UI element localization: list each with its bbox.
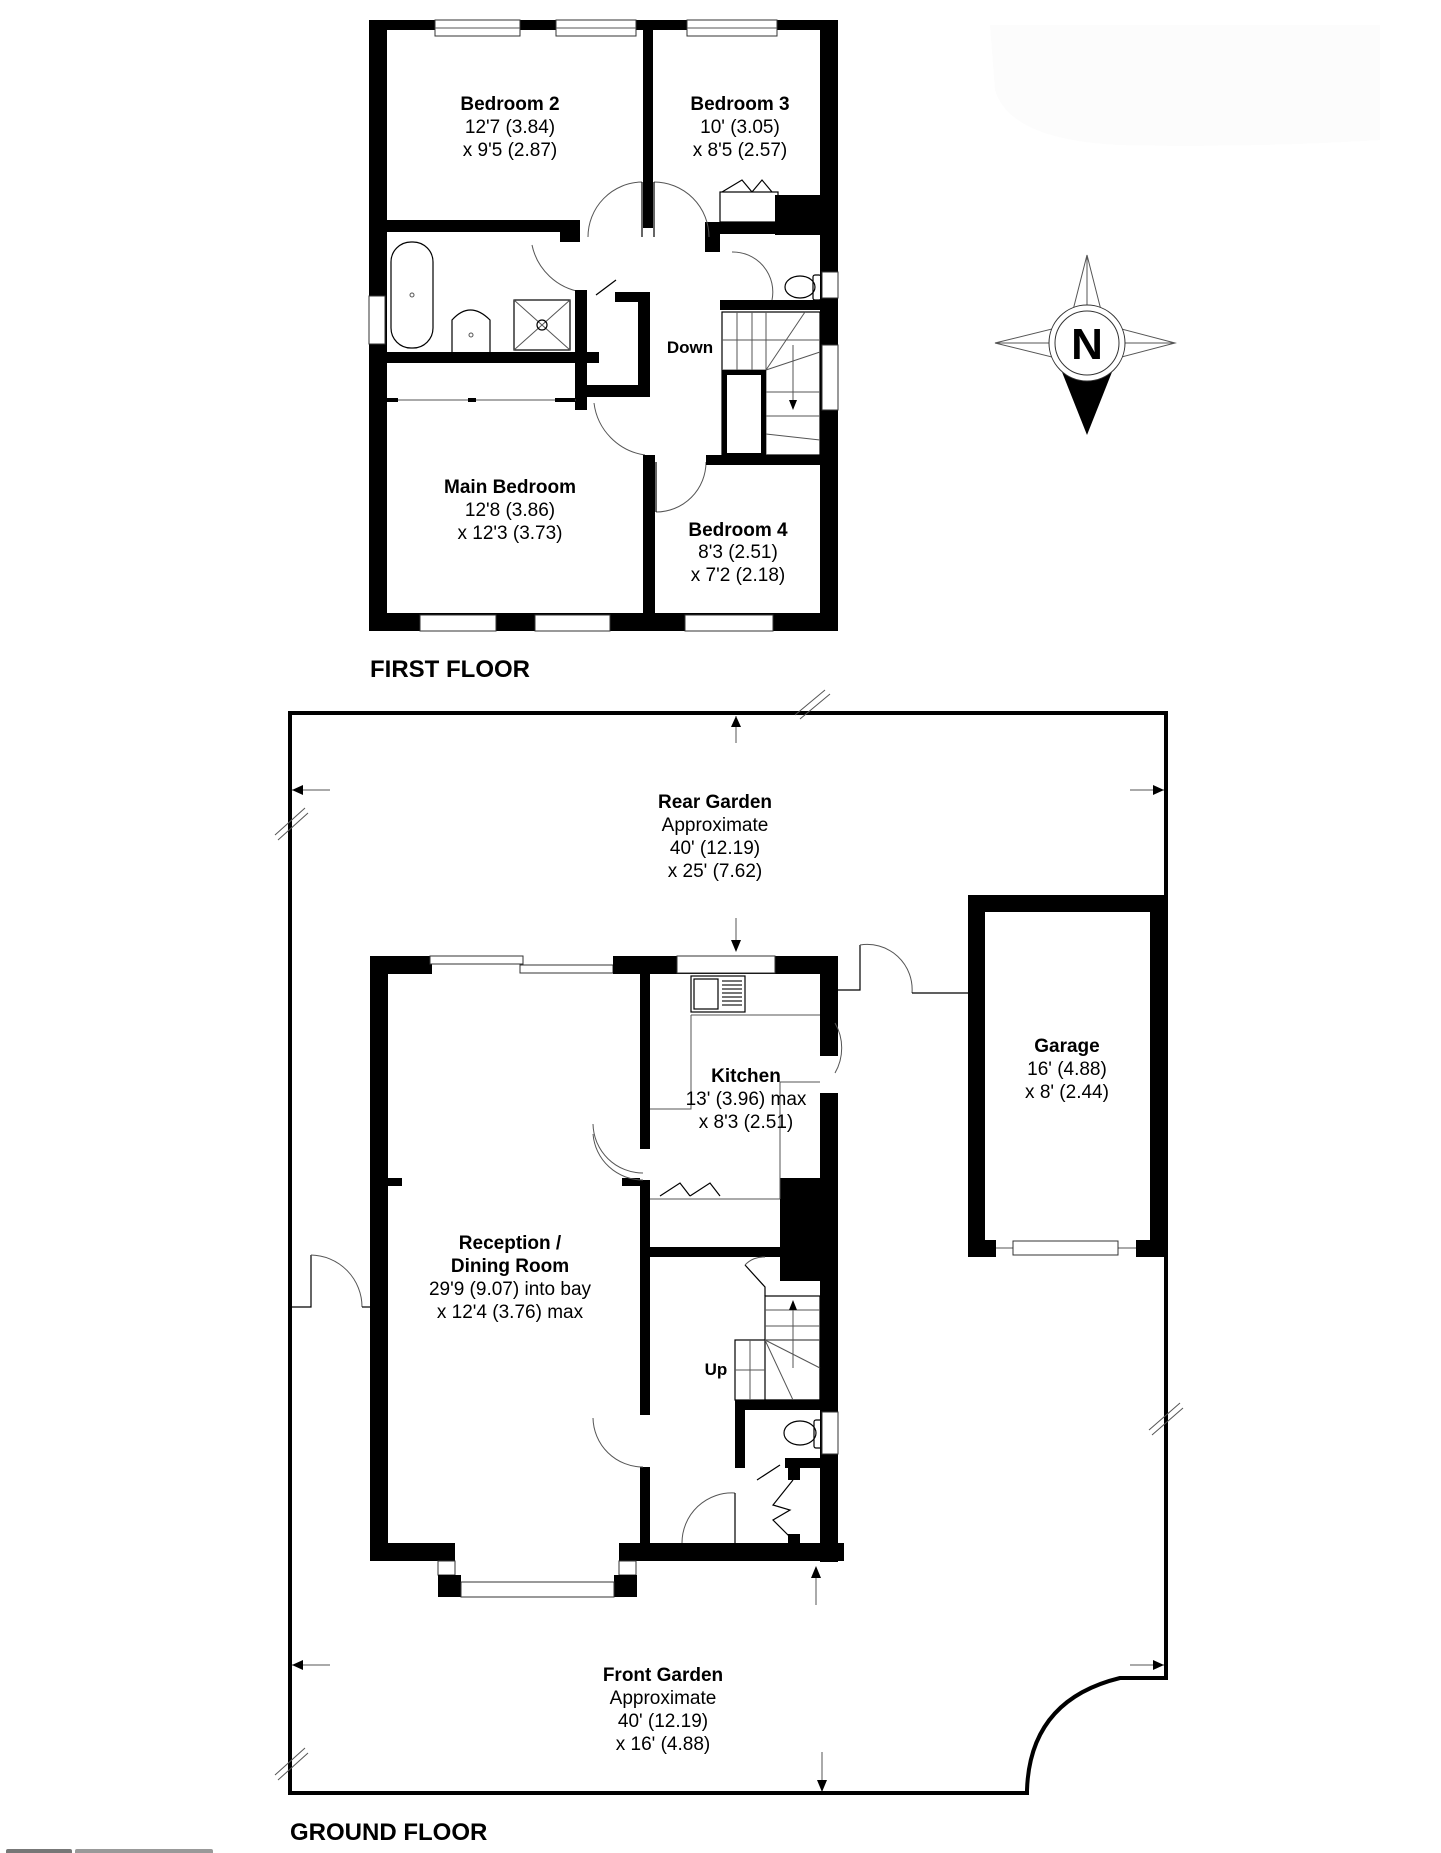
room-name-bedroom-2: Bedroom 2	[460, 94, 559, 115]
room-dim: x 8' (2.44)	[1025, 1082, 1109, 1103]
room-name-bedroom-3: Bedroom 3	[690, 94, 789, 115]
room-dim: x 12'3 (3.73)	[457, 523, 562, 544]
room-dim: x 8'5 (2.57)	[693, 140, 787, 161]
room-name-kitchen: Kitchen	[711, 1066, 781, 1087]
room-dim: 12'8 (3.86)	[465, 500, 555, 521]
room-name-bedroom-4: Bedroom 4	[688, 520, 788, 541]
garden-dim: x 16' (4.88)	[616, 1734, 710, 1755]
stairs-up-label: Up	[705, 1360, 728, 1379]
room-dim: x 12'4 (3.76) max	[437, 1302, 584, 1323]
room-name-main-bedroom: Main Bedroom	[444, 477, 576, 498]
watermark-smudge	[990, 25, 1380, 146]
room-dim: x 9'5 (2.87)	[463, 140, 557, 161]
garden-dim: 40' (12.19)	[618, 1711, 708, 1732]
room-name-garage: Garage	[1034, 1036, 1099, 1057]
garden-note: Approximate	[610, 1688, 717, 1709]
room-dim: 10' (3.05)	[700, 117, 780, 138]
room-dim: x 7'2 (2.18)	[691, 565, 785, 586]
compass-north-letter: N	[1071, 320, 1103, 369]
garden-name-rear: Rear Garden	[658, 792, 772, 813]
garden-dim: x 25' (7.62)	[668, 861, 762, 882]
compass-icon: N	[994, 254, 1177, 435]
room-name-reception: Reception /	[459, 1233, 562, 1254]
bottom-tab	[75, 1849, 213, 1853]
dimension-arrows	[292, 716, 1164, 1792]
room-dim: 16' (4.88)	[1027, 1059, 1107, 1080]
room-dim: x 8'3 (2.51)	[699, 1112, 793, 1133]
ground-floor-label: GROUND FLOOR	[290, 1819, 487, 1846]
stairs-down-label: Down	[667, 338, 713, 357]
room-dim: 13' (3.96) max	[686, 1089, 807, 1110]
room-name-dining-room: Dining Room	[451, 1256, 569, 1277]
first-floor-label: FIRST FLOOR	[370, 656, 530, 683]
room-dim: 12'7 (3.84)	[465, 117, 555, 138]
garden-name-front: Front Garden	[603, 1665, 723, 1686]
first-floor-plan: Bedroom 2 12'7 (3.84) x 9'5 (2.87) Bedro…	[368, 19, 839, 632]
room-dim: 8'3 (2.51)	[698, 542, 778, 563]
room-dim: 29'9 (9.07) into bay	[429, 1279, 592, 1300]
ground-floor-plan: Kitchen 13' (3.96) max x 8'3 (2.51) Rece…	[274, 689, 1184, 1795]
garden-dim: 40' (12.19)	[670, 838, 760, 859]
garden-note: Approximate	[662, 815, 769, 836]
bottom-tab	[6, 1849, 72, 1853]
